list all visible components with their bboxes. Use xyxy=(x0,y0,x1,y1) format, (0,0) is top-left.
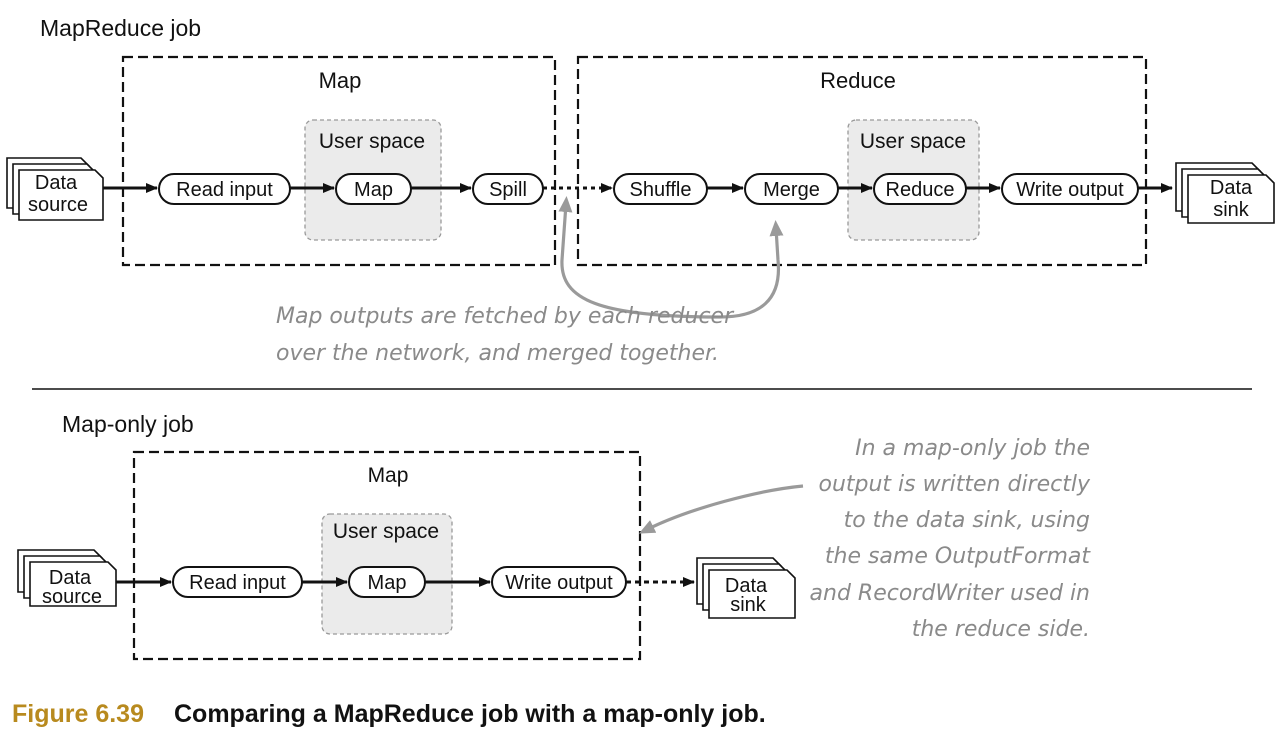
data-source-stack-bottom: Data source xyxy=(17,549,117,608)
data-source-stack: Data source xyxy=(6,157,104,221)
note-pointer-merge xyxy=(719,220,784,319)
data-source-label-line2: source xyxy=(28,194,88,216)
data-source-label-line1: Data xyxy=(35,172,78,194)
map-only-note-line3: to the data sink, using xyxy=(844,508,1090,533)
shuffle-note-line2: over the network, and merged together. xyxy=(276,341,719,366)
merge-node-label: Merge xyxy=(763,179,820,201)
user-space-map-label: User space xyxy=(319,130,425,153)
user-space-reduce-label: User space xyxy=(860,130,966,153)
map-only-note-line4: the same OutputFormat xyxy=(825,544,1091,569)
data-sink-label-line2: sink xyxy=(1213,199,1250,221)
reduce-stage-label: Reduce xyxy=(820,68,896,93)
map-only-note-line6: the reduce side. xyxy=(912,617,1090,642)
data-sink-stack: Data sink xyxy=(1175,162,1275,224)
figure-caption: Figure 6.39 Comparing a MapReduce job wit… xyxy=(12,700,766,729)
figure-number: Figure 6.39 xyxy=(12,700,144,728)
spill-node-label: Spill xyxy=(489,179,527,201)
data-sink-label-line1: Data xyxy=(1210,177,1253,199)
map-only-note-line5: and RecordWriter used in xyxy=(810,581,1090,606)
map-only-stage-label: Map xyxy=(368,464,409,487)
write-output-label: Write output xyxy=(1016,179,1124,201)
mapreduce-job-title: MapReduce job xyxy=(40,15,201,41)
data-sink-stack-bottom: Data sink xyxy=(696,557,796,619)
map-only-note-line2: output is written directly xyxy=(818,472,1090,497)
map-only-job-title: Map-only job xyxy=(62,411,194,437)
map-only-note-line1: In a map-only job the xyxy=(855,436,1090,461)
shuffle-node-label: Shuffle xyxy=(630,179,692,201)
data-sink-bottom-line2: sink xyxy=(730,594,767,616)
map-node-bottom-label: Map xyxy=(368,572,407,594)
data-sink-bottom-line1: Data xyxy=(725,575,768,597)
note-pointer-map-only xyxy=(638,484,804,534)
map-only-stage-box xyxy=(132,450,642,661)
data-source-bottom-line2: source xyxy=(42,586,102,608)
user-space-map-only-label: User space xyxy=(333,520,439,543)
figure-caption-text: Comparing a MapReduce job with a map-onl… xyxy=(174,700,766,728)
map-stage-label: Map xyxy=(319,68,362,93)
data-source-bottom-line1: Data xyxy=(49,567,92,589)
shuffle-note-line1: Map outputs are fetched by each reducer xyxy=(276,304,735,329)
write-output-bottom-label: Write output xyxy=(505,572,613,594)
reduce-node-label: Reduce xyxy=(886,179,955,201)
read-input-label: Read input xyxy=(176,179,273,201)
read-input-bottom-label: Read input xyxy=(189,572,286,594)
map-stage-box xyxy=(121,55,557,267)
note-pointer-shuffle xyxy=(558,196,721,319)
reduce-stage-box xyxy=(576,55,1148,267)
map-node-label: Map xyxy=(354,179,393,201)
